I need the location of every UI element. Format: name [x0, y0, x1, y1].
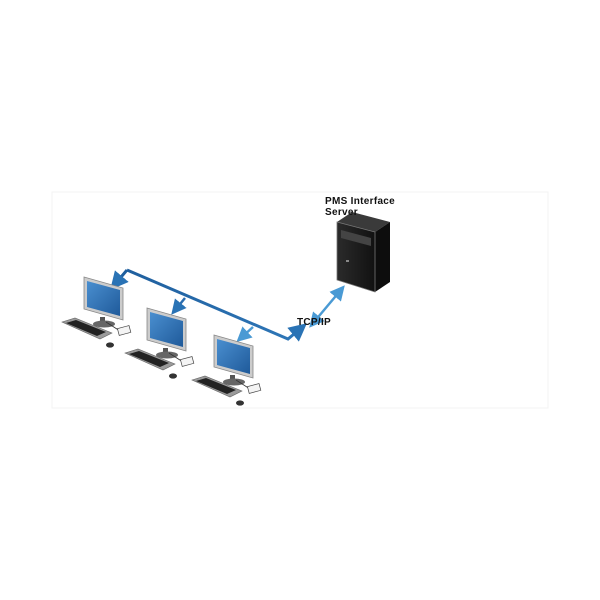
- server-label-line1: PMS Interface: [325, 196, 396, 207]
- server-tower-icon: [336, 212, 390, 293]
- workstation-3: [191, 334, 262, 407]
- keyboard-icon: [61, 317, 113, 340]
- bus-arrow-ws2: [171, 297, 187, 315]
- bus-arrow-ws1: [110, 269, 129, 290]
- monitor-icon: [83, 276, 124, 328]
- workstation-1: [61, 276, 132, 348]
- tcpip-link-arrow: [309, 285, 345, 328]
- server-label: PMS Interface Server: [325, 196, 395, 218]
- tcpip-label: TCP/IP: [297, 317, 332, 328]
- bus-arrow-ws3: [236, 326, 254, 343]
- server-label-line2: Server: [325, 207, 358, 218]
- network-bus-line: [126, 268, 307, 342]
- workstation-2: [124, 307, 195, 380]
- card-reader-icon: [116, 325, 132, 336]
- diagram-frame: [51, 191, 549, 409]
- mouse-icon: [106, 342, 114, 348]
